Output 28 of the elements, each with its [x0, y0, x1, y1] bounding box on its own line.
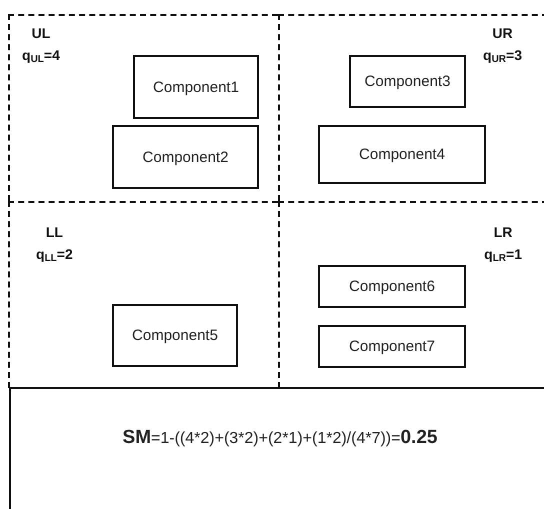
formula-text: SM=1-((4*2)+(3*2)+(2*1)+(1*2)/(4*7))=0.25 — [122, 427, 438, 449]
quadrant-label: UL — [32, 24, 50, 43]
component-box — [112, 125, 259, 189]
quadrant-label: LR — [494, 223, 512, 242]
quadrant-region — [278, 14, 544, 201]
quadrant-value: q$_{UL}$=4 — [22, 46, 60, 67]
component-box — [318, 325, 466, 368]
component-label: Component7 — [349, 338, 435, 355]
component-label: Component3 — [364, 73, 450, 90]
quadrant-label: LL — [46, 223, 63, 242]
component-label: Component2 — [142, 148, 228, 166]
component-box — [318, 265, 466, 308]
quadrant-region — [278, 201, 544, 388]
quadrant-value: q$_{LR}$=1 — [484, 245, 522, 266]
component-label: Component6 — [349, 278, 435, 295]
component-box — [112, 304, 238, 367]
component-box — [349, 55, 466, 108]
quadrant-label: UR — [492, 24, 513, 43]
component-box — [318, 125, 486, 184]
component-label: Component5 — [132, 327, 218, 344]
quadrant-region — [8, 201, 278, 388]
quadrant-value: q$_{LL}$=2 — [36, 245, 73, 266]
component-box — [133, 55, 259, 119]
component-label: Component1 — [153, 78, 239, 96]
component-label: Component4 — [359, 146, 445, 163]
formula-panel — [9, 387, 544, 509]
quadrant-region — [8, 14, 278, 201]
quadrant-value: q$_{UR}$=3 — [483, 46, 522, 67]
